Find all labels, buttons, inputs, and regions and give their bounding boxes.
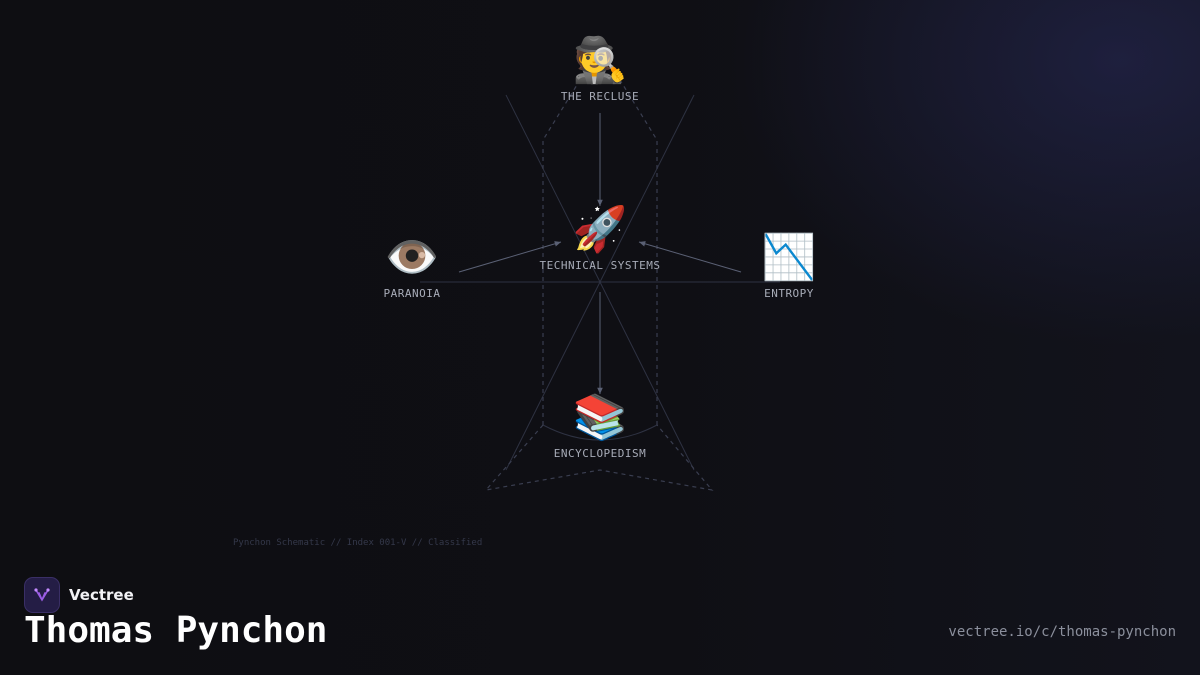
brand[interactable]: Vectree [24, 577, 134, 613]
edges [458, 113, 742, 394]
node-entropy: 📉 ENTROPY [761, 232, 817, 301]
node-label: THE RECLUSE [560, 90, 640, 103]
node-label: TECHNICAL SYSTEMS [539, 259, 661, 272]
node-label: ENTROPY [764, 287, 814, 300]
node-paranoia: 👁️ PARANOIA [383, 232, 441, 301]
schematic-footnote: Pynchon Schematic // Index 001-V // Clas… [233, 538, 483, 548]
page-url[interactable]: vectree.io/c/thomas-pynchon [948, 624, 1176, 640]
eye-icon: 👁️ [384, 232, 440, 283]
chart-decreasing-icon: 📉 [761, 232, 817, 283]
decorative-frame [420, 94, 780, 471]
node-label: PARANOIA [383, 287, 441, 300]
node-technical-systems: 🚀 TECHNICAL SYSTEMS [539, 204, 661, 273]
page-title: Thomas Pynchon [24, 610, 328, 651]
rocket-icon: 🚀 [572, 204, 628, 255]
detective-icon: 🕵️ [572, 35, 628, 86]
node-recluse: 🕵️ THE RECLUSE [560, 35, 640, 104]
brand-name: Vectree [69, 586, 134, 604]
vectree-logo-icon [24, 577, 60, 613]
node-encyclopedism: 📚 ENCYCLOPEDISM [553, 392, 647, 461]
edge-paranoia-technical [458, 241, 562, 273]
node-label: ENCYCLOPEDISM [553, 447, 647, 460]
books-icon: 📚 [572, 392, 628, 443]
edge-entropy-technical [638, 241, 742, 273]
dashed-outline [484, 79, 714, 491]
